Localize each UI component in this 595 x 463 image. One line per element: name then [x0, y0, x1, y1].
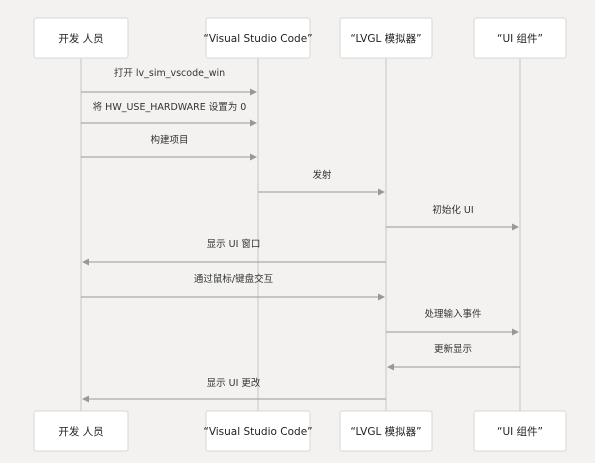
message-arrowhead — [250, 119, 257, 127]
message-label: 显示 UI 更改 — [207, 377, 261, 389]
message-6: 显示 UI 窗口 — [82, 238, 386, 266]
message-arrowhead — [82, 395, 89, 403]
participant-label: “LVGL 模拟器” — [350, 32, 421, 45]
participant-rect — [339, 410, 433, 452]
message-2: 将 HW_USE_HARDWARE 设置为 0 — [81, 101, 257, 127]
participant-label: “Visual Studio Code” — [203, 426, 312, 438]
participant-rect — [473, 410, 567, 452]
message-1: 打开 lv_sim_vscode_win — [81, 67, 257, 96]
participant-box-top-dev: 开发 人员 — [33, 17, 129, 59]
participant-rect — [473, 17, 567, 59]
message-label: 显示 UI 窗口 — [207, 238, 261, 250]
messages: 打开 lv_sim_vscode_win 将 HW_USE_HARDWARE 设置… — [81, 67, 520, 403]
message-arrowhead — [512, 328, 519, 336]
lifelines — [80, 58, 521, 411]
participant-box-bottom-vscode: “Visual Studio Code” — [203, 410, 313, 452]
message-arrowhead — [82, 258, 89, 266]
participant-box-top-ui: “UI 组件” — [473, 17, 567, 59]
participant-label: “UI 组件” — [497, 32, 543, 45]
message-arrowhead — [378, 188, 385, 196]
participant-rect — [205, 17, 311, 59]
message-label: 处理输入事件 — [424, 308, 482, 320]
participant-box-top-vscode: “Visual Studio Code” — [203, 17, 313, 59]
participant-rect — [33, 410, 129, 452]
message-5: 初始化 UI — [386, 204, 519, 231]
message-label: 通过鼠标/键盘交互 — [194, 273, 274, 285]
message-10: 显示 UI 更改 — [82, 377, 386, 403]
participant-label: 开发 人员 — [58, 425, 103, 438]
message-label: 构建项目 — [150, 134, 188, 146]
message-arrowhead — [387, 363, 394, 371]
participant-label: “Visual Studio Code” — [203, 33, 312, 45]
message-4: 发射 — [258, 169, 385, 196]
message-arrowhead — [250, 88, 257, 96]
participant-rect — [339, 17, 433, 59]
participant-label: “LVGL 模拟器” — [350, 425, 421, 438]
participant-box-bottom-sim: “LVGL 模拟器” — [339, 410, 433, 452]
participant-rect — [33, 17, 129, 59]
message-7: 通过鼠标/键盘交互 — [81, 273, 385, 301]
message-arrowhead — [250, 153, 257, 161]
message-3: 构建项目 — [81, 134, 257, 161]
message-arrowhead — [512, 223, 519, 231]
message-label: 初始化 UI — [432, 204, 473, 216]
message-label: 打开 lv_sim_vscode_win — [114, 67, 225, 79]
message-label: 发射 — [312, 169, 332, 181]
message-label: 将 HW_USE_HARDWARE 设置为 0 — [93, 101, 247, 113]
message-arrowhead — [378, 293, 385, 301]
message-label: 更新显示 — [434, 343, 472, 355]
message-9: 更新显示 — [387, 343, 520, 371]
participant-box-bottom-ui: “UI 组件” — [473, 410, 567, 452]
participant-box-top-sim: “LVGL 模拟器” — [339, 17, 433, 59]
participant-rect — [205, 410, 311, 452]
participant-box-bottom-dev: 开发 人员 — [33, 410, 129, 452]
participant-label: “UI 组件” — [497, 425, 543, 438]
message-8: 处理输入事件 — [386, 308, 519, 336]
participant-label: 开发 人员 — [58, 32, 103, 45]
